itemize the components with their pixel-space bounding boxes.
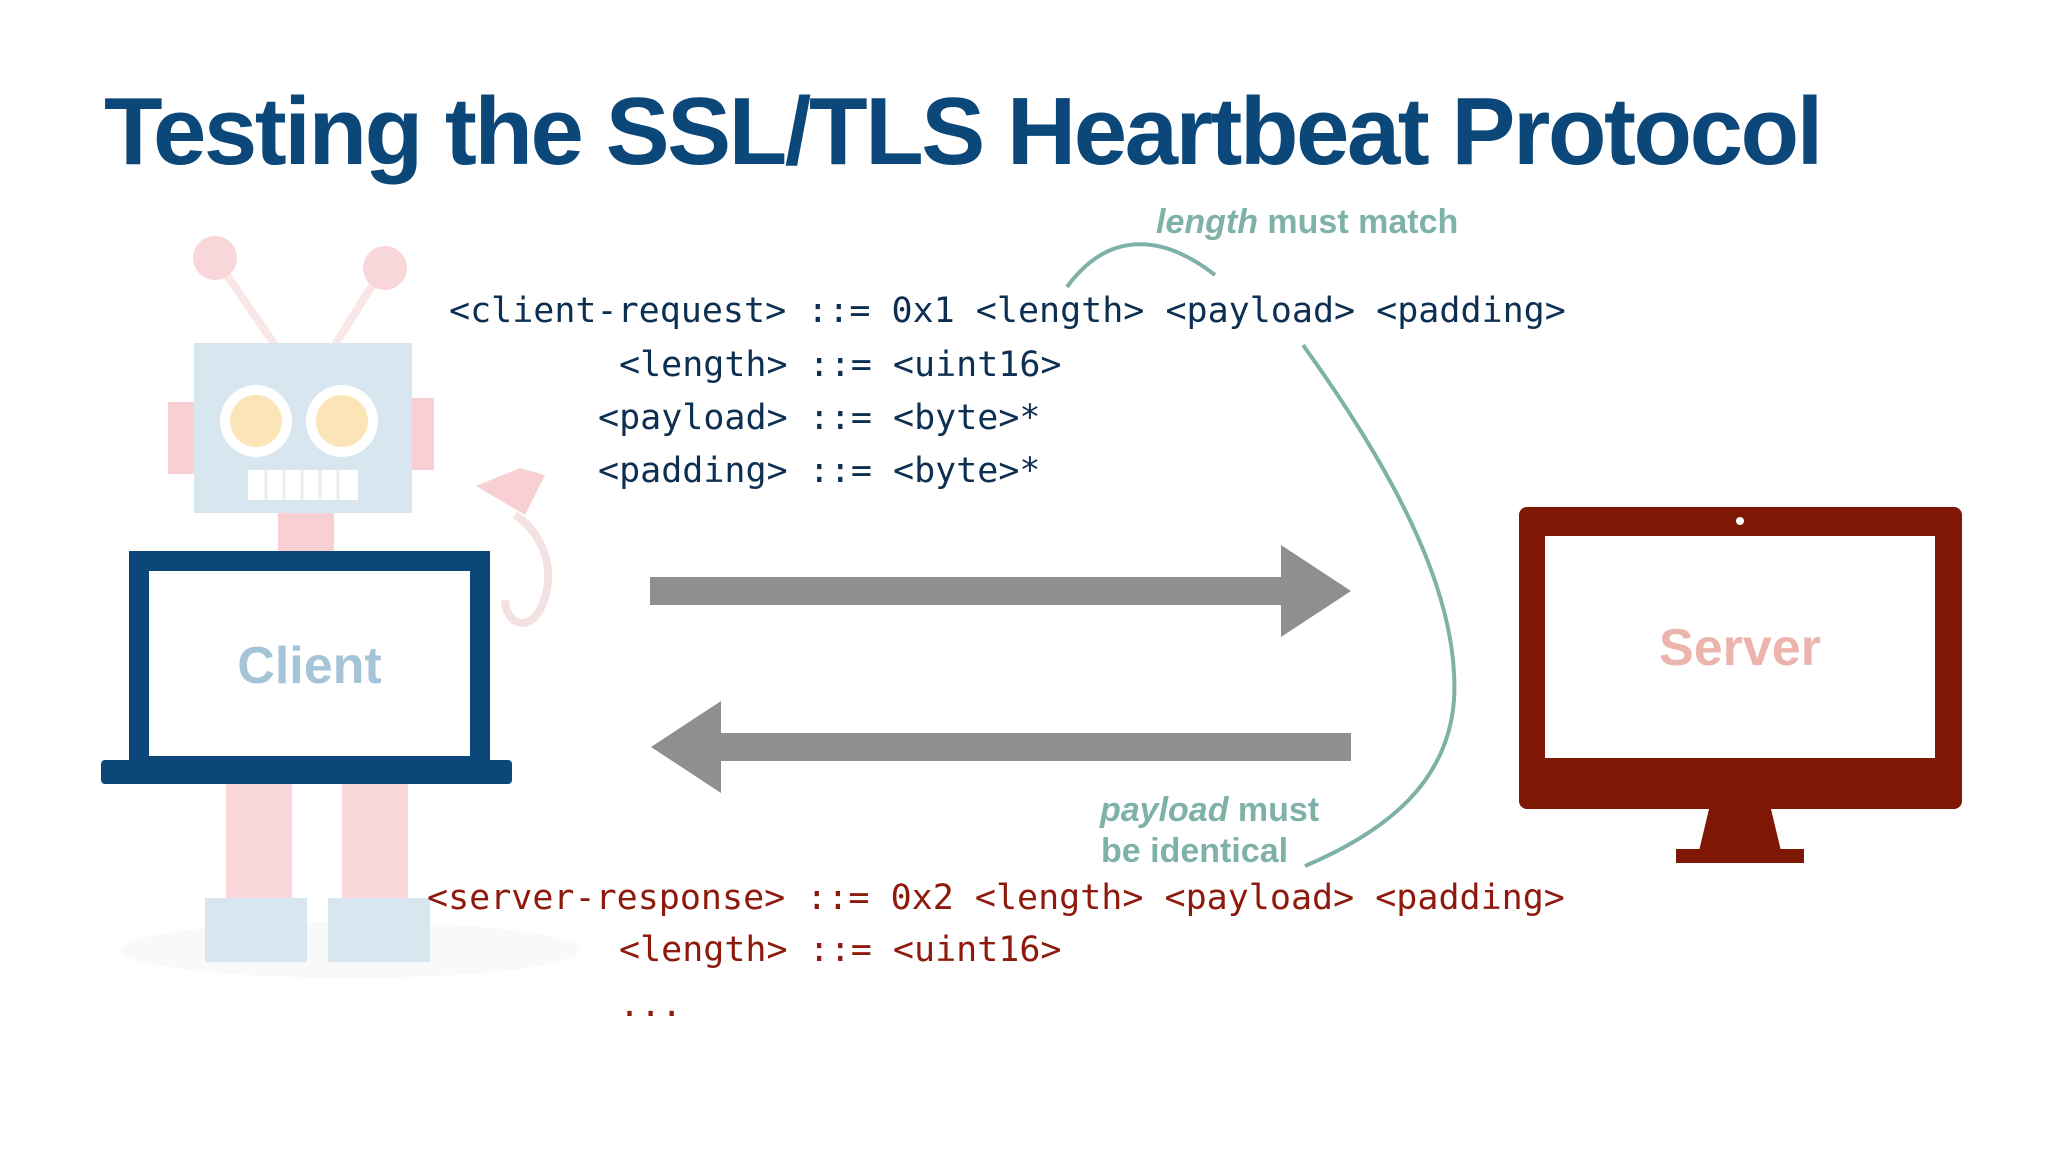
laptop-icon	[101, 551, 512, 784]
server-label: Server	[1659, 619, 1821, 677]
client-label: Client	[237, 637, 382, 695]
payload-annotation: payload must	[1100, 793, 1319, 827]
server-response-rule: <server-response> ::= 0x2 <length> <payl…	[427, 878, 1565, 918]
arrow-right-icon	[650, 545, 1351, 637]
payload-annotation-rest: must	[1228, 791, 1320, 829]
client-request-rule: <client-request> ::= 0x1 <length> <paylo…	[449, 291, 1566, 331]
padding-rule: <padding> ::= <byte>*	[598, 451, 1041, 491]
length-term: length	[1156, 203, 1258, 241]
payload-annotation-line2: be identical	[1101, 832, 1289, 870]
payload-term: payload	[1100, 791, 1229, 829]
arrow-left-icon	[651, 701, 1351, 793]
length-annotation: length must match	[1156, 205, 1458, 239]
slide-title: Testing the SSL/TLS Heartbeat Protocol	[104, 78, 1823, 185]
monitor-icon	[1519, 507, 1962, 863]
robot-icon	[120, 236, 580, 978]
ellipsis: ...	[619, 985, 683, 1025]
payload-identical-curve	[1301, 343, 1457, 868]
length-match-curve	[1065, 242, 1217, 289]
length-rule: <length> ::= <uint16>	[619, 345, 1062, 385]
response-length-rule: <length> ::= <uint16>	[619, 930, 1062, 970]
payload-rule: <payload> ::= <byte>*	[598, 398, 1041, 438]
length-annotation-rest: must match	[1257, 203, 1459, 241]
